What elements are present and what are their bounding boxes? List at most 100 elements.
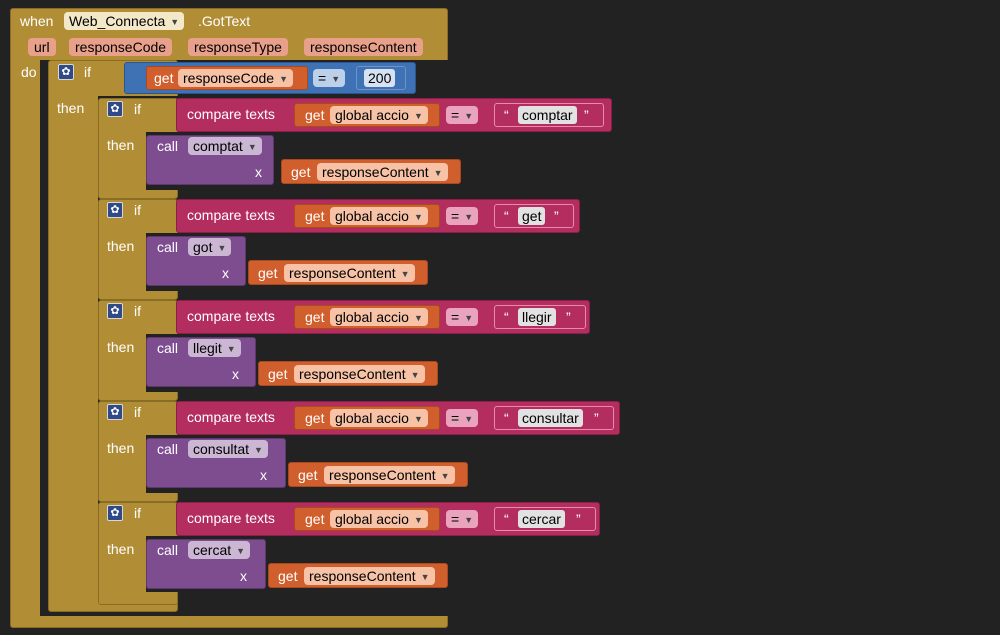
procedure-dropdown[interactable]: consultat▼ (188, 440, 268, 458)
get-label: get (154, 70, 174, 86)
text-string-field[interactable]: cercar (518, 510, 565, 528)
chevron-down-icon: ▼ (413, 212, 423, 222)
chevron-down-icon: ▼ (433, 168, 443, 178)
gear-icon[interactable]: ✿ (107, 303, 123, 319)
chevron-down-icon: ▼ (440, 471, 450, 481)
chevron-down-icon: ▼ (464, 111, 474, 121)
get-label: get (298, 467, 318, 483)
procedure-dropdown[interactable]: cercat▼ (188, 541, 251, 559)
chevron-down-icon: ▼ (413, 414, 423, 424)
chevron-down-icon: ▼ (464, 515, 474, 525)
number-field[interactable]: 200 (364, 69, 396, 87)
open-quote: “ (504, 107, 509, 123)
gear-icon[interactable]: ✿ (107, 202, 123, 218)
responsecontent-dropdown[interactable]: responseContent▼ (324, 466, 455, 484)
chevron-down-icon: ▼ (170, 17, 180, 27)
param-responsecontent[interactable]: responseContent (304, 38, 423, 56)
global-accio-dropdown[interactable]: global accio▼ (330, 106, 428, 124)
chevron-down-icon: ▼ (226, 344, 236, 354)
when-label: when (20, 13, 54, 29)
get-label: get (268, 366, 288, 382)
x-arg-label: x (222, 265, 229, 281)
open-quote: “ (504, 309, 509, 325)
chevron-down-icon: ▼ (464, 212, 474, 222)
get-label: get (305, 309, 325, 325)
global-accio-dropdown[interactable]: global accio▼ (330, 308, 428, 326)
open-quote: “ (504, 511, 509, 527)
branch-then-label: then (107, 541, 135, 557)
global-accio-dropdown[interactable]: global accio▼ (330, 510, 428, 528)
event-name: .GotText (198, 13, 251, 29)
chevron-down-icon: ▼ (279, 74, 288, 84)
call-label: call (157, 542, 179, 558)
call-label: call (157, 138, 179, 154)
branch-then-label: then (107, 137, 135, 153)
text-string-field[interactable]: comptar (518, 106, 577, 124)
text-op-dropdown[interactable]: =▼ (446, 106, 479, 124)
outer-if-label: if (84, 64, 91, 80)
x-arg-label: x (232, 366, 239, 382)
chevron-down-icon: ▼ (217, 243, 227, 253)
text-op-dropdown[interactable]: =▼ (446, 409, 479, 427)
text-op-dropdown[interactable]: =▼ (446, 207, 479, 225)
gear-icon[interactable]: ✿ (107, 404, 123, 420)
compare-texts-label: compare texts (187, 207, 275, 223)
procedure-dropdown[interactable]: comptat▼ (188, 137, 262, 155)
text-string-field[interactable]: consultar (518, 409, 583, 427)
get-label: get (305, 107, 325, 123)
branch-if-label: if (134, 505, 141, 521)
chevron-down-icon: ▼ (413, 515, 423, 525)
do-label: do (21, 64, 37, 80)
chevron-down-icon: ▼ (247, 142, 257, 152)
x-arg-label: x (255, 164, 262, 180)
chevron-down-icon: ▼ (464, 313, 474, 323)
get-label: get (305, 410, 325, 426)
chevron-down-icon: ▼ (400, 269, 410, 279)
global-accio-dropdown[interactable]: global accio▼ (330, 409, 428, 427)
get-label: get (291, 164, 311, 180)
param-responsecode[interactable]: responseCode (69, 38, 173, 56)
chevron-down-icon: ▼ (413, 313, 423, 323)
x-arg-label: x (240, 568, 247, 584)
compare-texts-label: compare texts (187, 308, 275, 324)
global-accio-dropdown[interactable]: global accio▼ (330, 207, 428, 225)
compare-texts-label: compare texts (187, 409, 275, 425)
responsecontent-dropdown[interactable]: responseContent▼ (284, 264, 415, 282)
compare-texts-label: compare texts (187, 510, 275, 526)
chevron-down-icon: ▼ (420, 572, 430, 582)
responsecontent-dropdown[interactable]: responseContent▼ (317, 163, 448, 181)
gear-icon[interactable]: ✿ (107, 505, 123, 521)
get-label: get (305, 511, 325, 527)
outer-then-label: then (57, 100, 85, 116)
call-label: call (157, 441, 179, 457)
get-label: get (278, 568, 298, 584)
text-op-dropdown[interactable]: =▼ (446, 510, 479, 528)
branch-if-label: if (134, 202, 141, 218)
chevron-down-icon: ▼ (254, 445, 263, 455)
procedure-dropdown[interactable]: llegit▼ (188, 339, 241, 357)
branch-then-label: then (107, 238, 135, 254)
procedure-dropdown[interactable]: got▼ (188, 238, 232, 256)
gear-icon[interactable]: ✿ (107, 101, 123, 117)
close-quote: ” (584, 107, 589, 123)
branch-if-label: if (134, 404, 141, 420)
close-quote: ” (554, 208, 559, 224)
responsecontent-dropdown[interactable]: responseContent▼ (294, 365, 425, 383)
gear-icon[interactable]: ✿ (58, 64, 74, 80)
responsecode-dropdown[interactable]: responseCode▼ (178, 69, 293, 87)
param-url[interactable]: url (28, 38, 56, 56)
text-string-field[interactable]: get (518, 207, 546, 225)
x-arg-label: x (260, 467, 267, 483)
call-label: call (157, 340, 179, 356)
close-quote: ” (594, 410, 599, 426)
text-string-field[interactable]: llegir (518, 308, 556, 326)
open-quote: “ (504, 410, 509, 426)
call-label: call (157, 239, 179, 255)
text-op-dropdown[interactable]: =▼ (446, 308, 479, 326)
get-label: get (258, 265, 278, 281)
math-op-dropdown[interactable]: =▼ (313, 69, 346, 87)
param-responsetype[interactable]: responseType (188, 38, 288, 56)
responsecontent-dropdown[interactable]: responseContent▼ (304, 567, 435, 585)
component-dropdown[interactable]: Web_Connecta▼ (64, 12, 185, 30)
get-label: get (305, 208, 325, 224)
